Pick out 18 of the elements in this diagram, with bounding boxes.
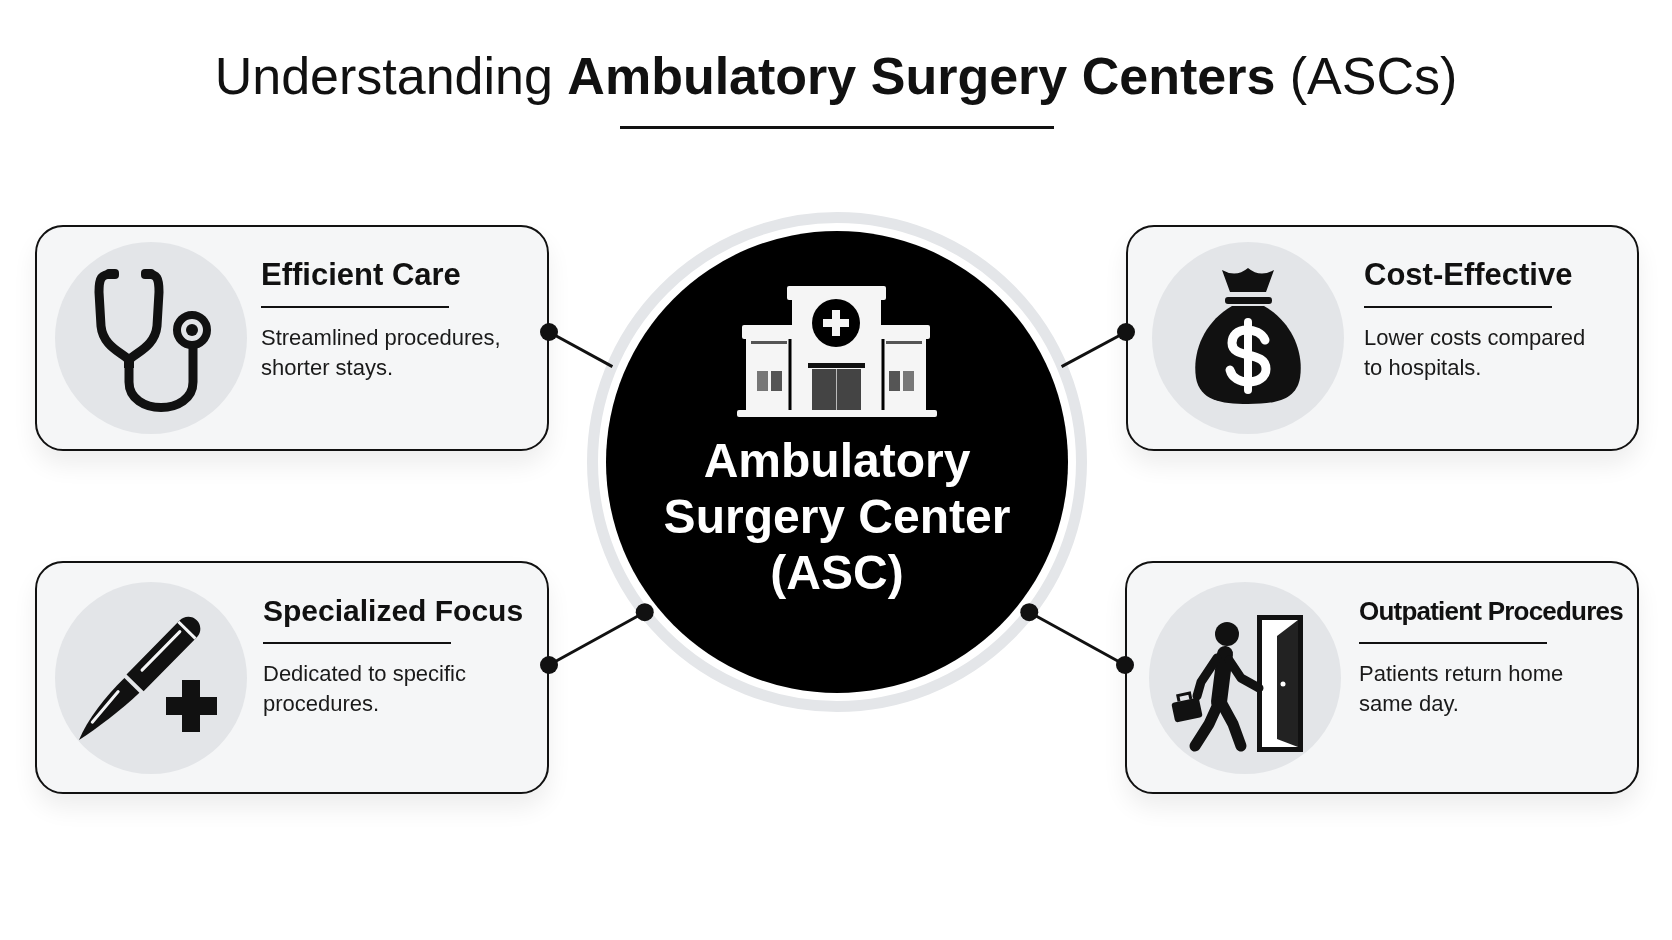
- feature-card: [1126, 225, 1639, 451]
- connector-line: [540, 323, 614, 368]
- card-title: Cost-Effective: [1364, 256, 1573, 294]
- card-description: Lower costs compared to hospitals.: [1364, 324, 1587, 382]
- feature-card: [35, 225, 549, 451]
- card-title: Outpatient Procedures: [1359, 595, 1623, 628]
- feature-card: [1125, 561, 1639, 794]
- feature-card: [35, 561, 549, 794]
- card-title: Efficient Care: [261, 256, 461, 294]
- connector-line: [540, 603, 654, 674]
- card-description: Dedicated to specific procedures.: [263, 660, 467, 718]
- card-title: Specialized Focus: [263, 593, 524, 629]
- card-description: Patients return home same day.: [1359, 660, 1565, 718]
- card-description: Streamlined procedures, shorter stays.: [261, 324, 502, 382]
- connector-line: [1020, 603, 1134, 674]
- title: Understanding Ambulatory Surgery Centers (ASCs): [214, 46, 1458, 107]
- connector-line: [1060, 323, 1135, 368]
- center-label: Ambulatory Surgery Center (ASC): [662, 433, 1012, 601]
